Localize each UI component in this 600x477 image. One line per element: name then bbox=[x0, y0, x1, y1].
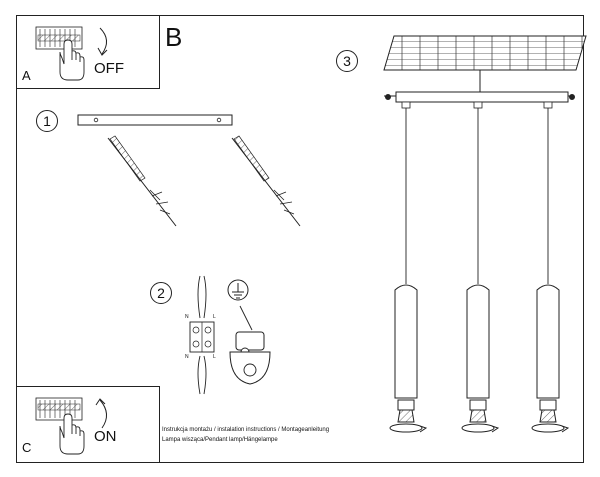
panel-b-letter: B bbox=[165, 22, 183, 52]
terminal-bottom-l: L bbox=[213, 354, 216, 360]
step-2-number: 2 bbox=[150, 282, 172, 304]
lamp-tube-right bbox=[531, 284, 570, 433]
hand-pointer-a-icon bbox=[59, 39, 85, 81]
terminal-top-n: N bbox=[185, 314, 189, 320]
step-1-number: 1 bbox=[36, 110, 58, 132]
wall-plug-right-icon bbox=[231, 135, 301, 227]
lamp-tube-middle bbox=[461, 284, 500, 433]
hand-pointer-c-icon bbox=[59, 413, 85, 455]
ceiling-canopy-icon bbox=[383, 35, 587, 109]
caption-product: Lampa wisząca/Pendant lamp/Hängelampe bbox=[162, 437, 278, 443]
terminal-block-icon bbox=[189, 275, 215, 395]
mounting-plate-step1 bbox=[77, 114, 233, 126]
panel-c-action-label: ON bbox=[94, 428, 117, 445]
breaker-panel-c-icon bbox=[35, 397, 83, 421]
lamp-tube-left bbox=[389, 284, 428, 433]
panel-a-action-label: OFF bbox=[94, 60, 124, 77]
earth-ground-icon bbox=[227, 279, 249, 301]
terminal-bottom-n: N bbox=[185, 354, 189, 360]
rotate-up-arrow-c-icon bbox=[95, 398, 107, 429]
panel-c-letter: C bbox=[22, 440, 32, 455]
breaker-panel-a-icon bbox=[35, 26, 83, 50]
earth-terminal-icon bbox=[229, 305, 271, 385]
terminal-top-l: L bbox=[213, 314, 216, 320]
step-3-number: 3 bbox=[336, 50, 358, 72]
panel-a-box bbox=[16, 15, 160, 89]
panel-c-box bbox=[16, 386, 160, 463]
caption-instructions: Instrukcja montażu / instalation instruc… bbox=[162, 427, 330, 433]
wall-plug-left-icon bbox=[107, 135, 177, 227]
page-frame bbox=[16, 15, 584, 463]
panel-a-letter: A bbox=[22, 68, 31, 83]
rotate-down-arrow-a-icon bbox=[97, 27, 108, 56]
